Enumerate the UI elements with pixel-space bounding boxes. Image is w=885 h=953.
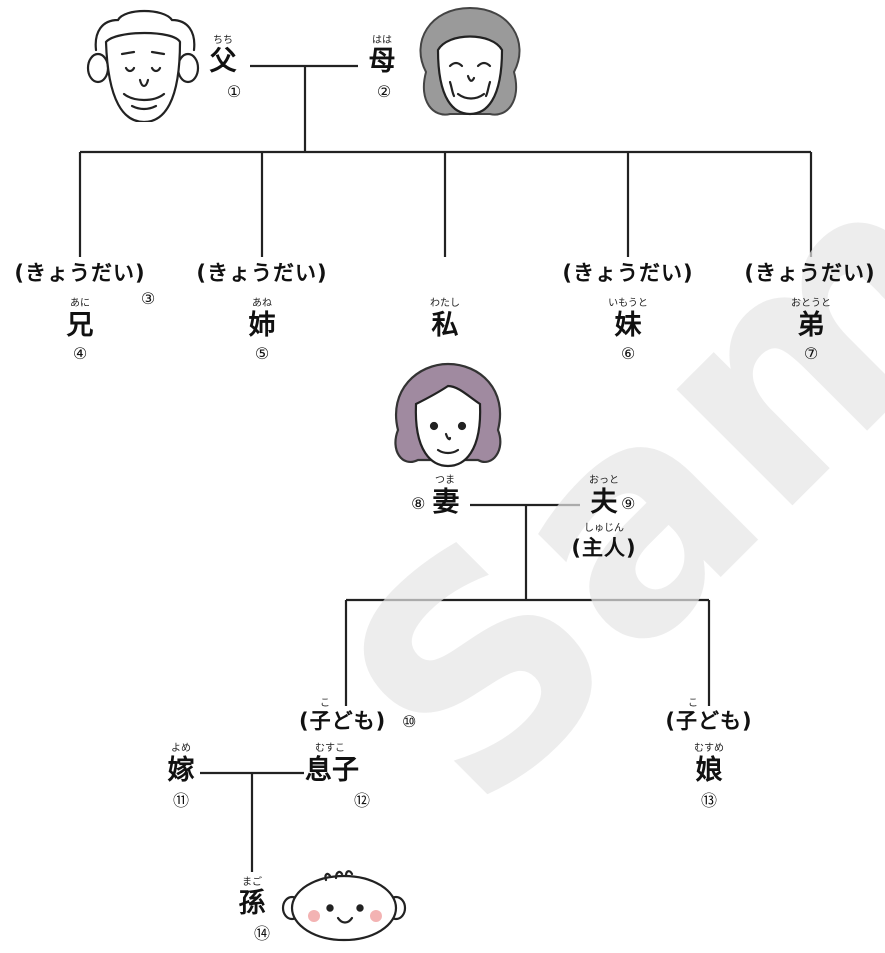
grandfather-face-illustration xyxy=(86,10,200,122)
wife-ruby: つま xyxy=(435,475,455,486)
husband-number: ⑨ xyxy=(621,494,636,513)
father-number: ① xyxy=(226,82,242,101)
son-child-ruby: こ xyxy=(320,698,330,709)
son-number: ⑫ xyxy=(353,791,371,810)
self-face-illustration xyxy=(394,362,502,468)
son-label: 息子 xyxy=(305,755,359,786)
daughter-number: ⑬ xyxy=(700,791,718,810)
younger-brother-label: 弟 xyxy=(797,310,825,341)
husband-alt-label: (主人) xyxy=(571,536,637,560)
father-ruby: ちち xyxy=(213,35,233,46)
self-label: 私 xyxy=(431,310,459,341)
son-child-label: (子ども) xyxy=(299,709,387,733)
wife-label: 妻 xyxy=(432,487,460,518)
younger-sister-label: 妹 xyxy=(614,310,642,341)
sibling-group-label-1: (きょうだい) xyxy=(14,261,146,285)
son-wife-ruby: よめ xyxy=(171,743,191,754)
mother-label: 母 xyxy=(368,46,396,77)
younger-brother-number: ⑦ xyxy=(803,344,819,363)
elder-sister-number: ⑤ xyxy=(254,344,270,363)
elder-brother-label: 兄 xyxy=(66,310,94,341)
son-wife-number: ⑪ xyxy=(172,791,190,810)
father-label: 父 xyxy=(209,46,237,77)
elder-brother-number: ④ xyxy=(72,344,88,363)
grandchild-ruby: まご xyxy=(242,877,262,888)
baby-face-illustration xyxy=(281,870,407,942)
daughter-ruby: むすめ xyxy=(694,743,724,754)
sibling-group-number: ③ xyxy=(140,289,156,308)
husband-alt-ruby: しゅじん xyxy=(584,523,624,534)
grandchild-label: 孫 xyxy=(238,888,266,919)
mother-number: ② xyxy=(376,82,392,101)
son-ruby: むすこ xyxy=(315,743,345,754)
wife-number: ⑧ xyxy=(411,494,426,513)
younger-sister-number: ⑥ xyxy=(620,344,636,363)
grandmother-face-illustration xyxy=(419,6,521,116)
sibling-group-label-4: (きょうだい) xyxy=(744,261,876,285)
sibling-group-label-3: (きょうだい) xyxy=(562,261,694,285)
elder-sister-ruby: あね xyxy=(252,298,272,309)
daughter-child-ruby: こ xyxy=(688,698,698,709)
husband-label: 夫 xyxy=(590,487,618,518)
daughter-child-label: (子ども) xyxy=(665,709,753,733)
mother-ruby: はは xyxy=(372,35,392,46)
younger-brother-ruby: おとうと xyxy=(791,298,831,309)
younger-sister-ruby: いもうと xyxy=(608,298,648,309)
husband-ruby: おっと xyxy=(589,475,619,486)
elder-sister-label: 姉 xyxy=(248,310,276,341)
sibling-group-label-2: (きょうだい) xyxy=(196,261,328,285)
elder-brother-ruby: あに xyxy=(70,298,90,309)
son-wife-label: 嫁 xyxy=(167,755,195,786)
grandchild-number: ⑭ xyxy=(253,924,271,943)
self-ruby: わたし xyxy=(430,298,460,309)
daughter-label: 娘 xyxy=(695,755,723,786)
child-group-number: ⑩ xyxy=(402,712,417,731)
